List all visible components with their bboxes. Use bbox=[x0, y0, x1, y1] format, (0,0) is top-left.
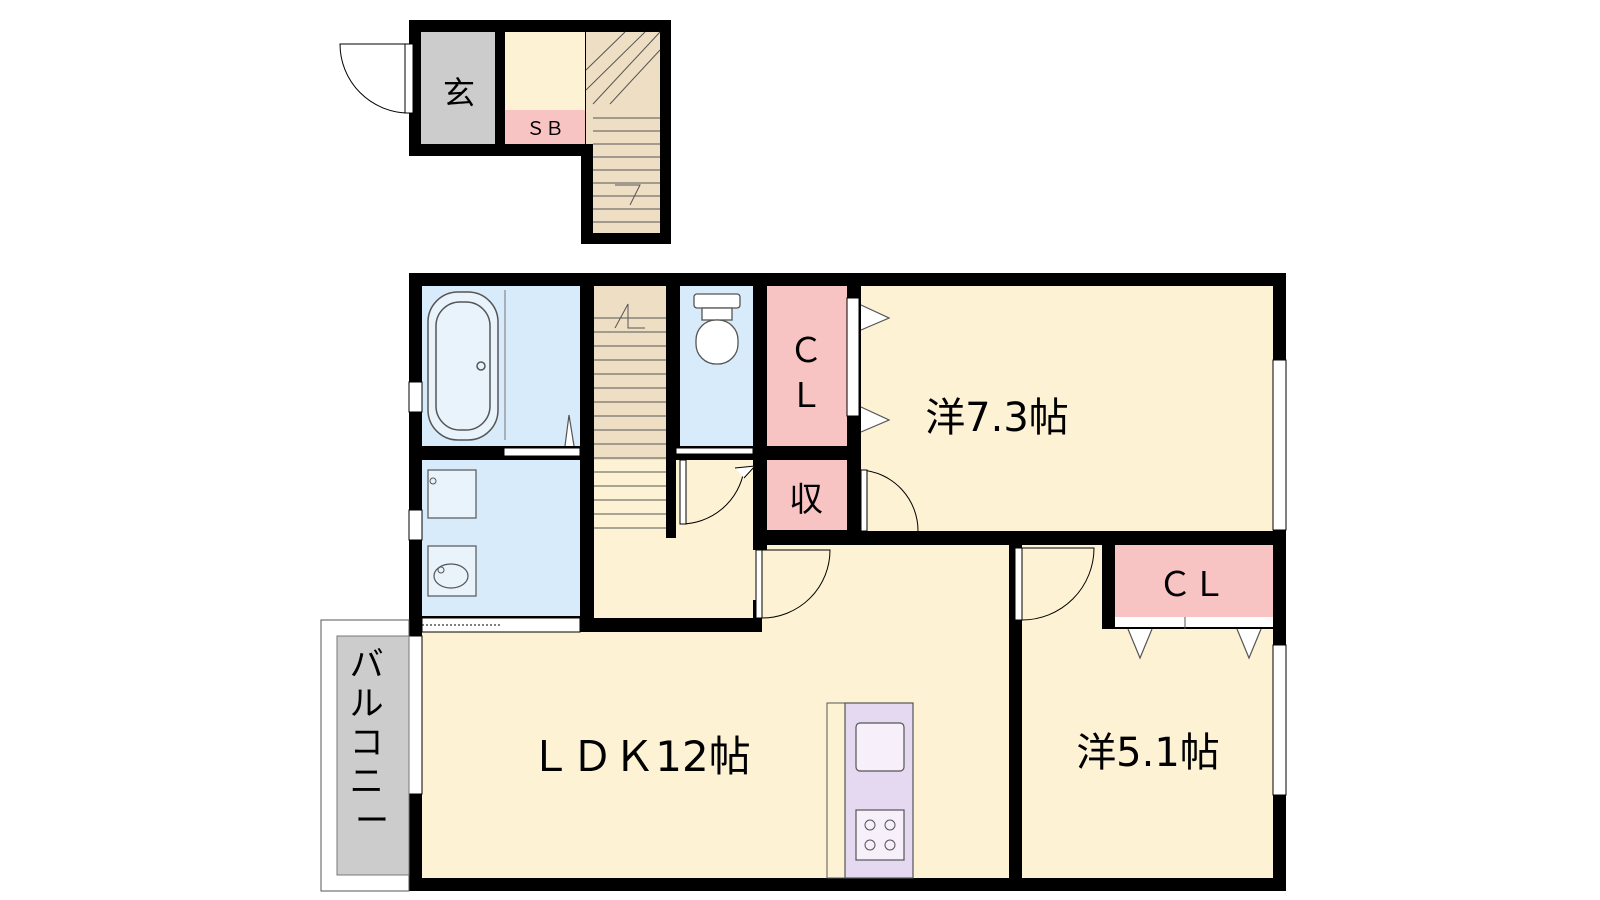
entry-hall-floor bbox=[505, 32, 585, 110]
stairs-upper-lower-run bbox=[593, 104, 660, 233]
closet-1 bbox=[767, 286, 847, 446]
western-7-3-label: 洋7.3帖 bbox=[925, 395, 1069, 441]
shoe-box-label: ＳＢ bbox=[526, 118, 564, 140]
shoe-box bbox=[505, 110, 585, 144]
main-floor bbox=[408, 273, 1287, 891]
ldk-floor-upper bbox=[762, 545, 1009, 635]
entrance-door[interactable] bbox=[404, 43, 414, 114]
stairs-upper-steps bbox=[585, 31, 661, 223]
genkan-floor bbox=[421, 32, 495, 144]
balcony: バ ル コ ニ ー bbox=[320, 619, 410, 892]
closet-2-label: ＣＬ bbox=[1158, 565, 1226, 605]
closet-1-label-bottom: Ｌ bbox=[789, 376, 823, 416]
stairs-main-steps bbox=[594, 303, 666, 529]
storage bbox=[767, 460, 847, 530]
closet-2 bbox=[1115, 545, 1273, 617]
bathtub bbox=[427, 291, 499, 441]
entrance-door-swing bbox=[339, 43, 410, 114]
kitchen bbox=[826, 702, 914, 879]
genkan-label: 玄 bbox=[443, 74, 475, 112]
storage-label: 収 bbox=[789, 480, 823, 520]
western-7-3-floor bbox=[861, 286, 1273, 531]
closet-1-label-top: Ｃ bbox=[789, 331, 823, 371]
kitchen-sink bbox=[855, 722, 905, 772]
balcony-label: バ ル コ ニ ー bbox=[350, 645, 395, 841]
hallway-floor bbox=[594, 460, 762, 618]
washer bbox=[427, 469, 477, 519]
stove bbox=[855, 809, 905, 861]
western-5-1-label: 洋5.1帖 bbox=[1076, 730, 1220, 776]
windows bbox=[408, 359, 1287, 796]
door-swings bbox=[679, 459, 1095, 621]
ldk-label: ＬＤＫ12帖 bbox=[529, 732, 750, 781]
washroom-sliding-door[interactable] bbox=[421, 617, 581, 633]
entrance-block: 玄 ＳＢ bbox=[339, 20, 671, 244]
toilet bbox=[693, 293, 741, 365]
